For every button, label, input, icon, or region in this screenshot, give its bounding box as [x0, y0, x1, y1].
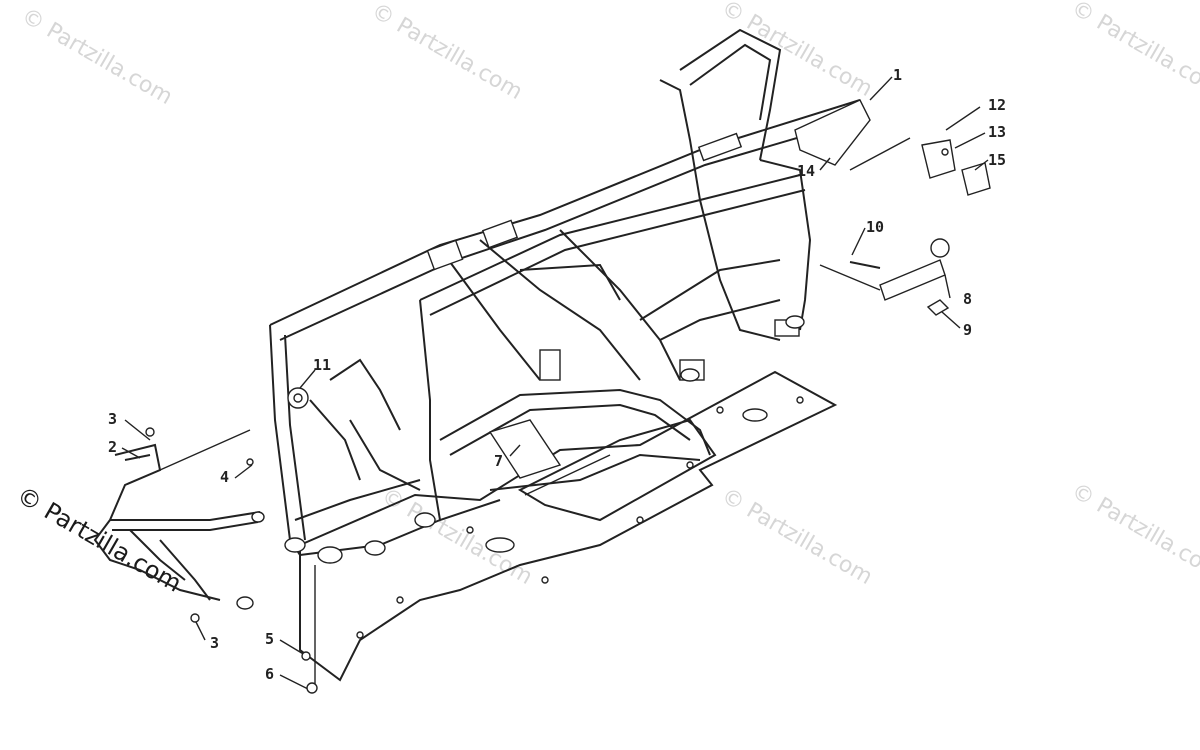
- bearing-part: [287, 387, 309, 409]
- callouts: 1 2 3 3 4 5 6 7 8 9 10 11 12 13 14 15: [108, 66, 1006, 683]
- callout-3: 3: [108, 410, 117, 428]
- callout-9: 9: [963, 321, 972, 339]
- callout-4: 4: [220, 468, 229, 486]
- hitch-assembly: [819, 238, 950, 316]
- callout-1: 1: [893, 66, 902, 84]
- callout-11: 11: [313, 356, 331, 374]
- callout-7: 7: [494, 452, 503, 470]
- watermark: © Partzilla.com: [717, 484, 877, 591]
- callout-8: 8: [963, 290, 972, 308]
- watermark: © Partzilla.com: [1067, 479, 1200, 586]
- front-bumper: [93, 443, 265, 610]
- hardware: [145, 427, 318, 694]
- callout-13: 13: [988, 123, 1006, 141]
- callout-5: 5: [265, 630, 274, 648]
- callout-6: 6: [265, 665, 274, 683]
- watermark: © Partzilla.com: [17, 4, 177, 111]
- callout-10: 10: [866, 218, 884, 236]
- callout-14: 14: [797, 162, 815, 180]
- callout-3: 3: [210, 634, 219, 652]
- callout-2: 2: [108, 438, 117, 456]
- rear-bracket: [849, 137, 991, 196]
- leader-lines: [121, 76, 989, 691]
- main-frame: [269, 28, 871, 564]
- watermark: © Partzilla.com: [1067, 0, 1200, 102]
- callout-12: 12: [988, 96, 1006, 114]
- watermark: © Partzilla.com: [717, 0, 877, 102]
- watermark: © Partzilla.com: [367, 0, 527, 105]
- callout-15: 15: [988, 151, 1006, 169]
- watermark-group: © Partzilla.com © Partzilla.com © Partzi…: [12, 0, 1200, 598]
